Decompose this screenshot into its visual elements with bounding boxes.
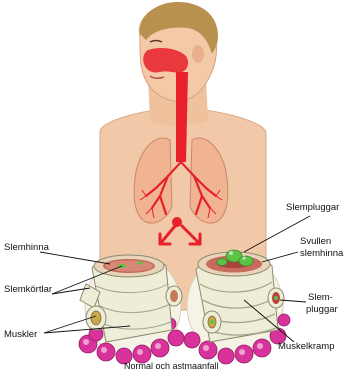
asthma-branch-right <box>268 288 284 308</box>
trachea <box>176 72 188 162</box>
asthma-branch-left <box>203 311 221 333</box>
pointer-svullen <box>262 252 298 262</box>
asthma-airway <box>184 250 290 364</box>
label-slemhinna: Slemhinna <box>4 242 50 253</box>
ear <box>192 45 204 63</box>
normal-branch-right <box>166 286 182 306</box>
label-slemkortlar: Slemkörtlar <box>4 284 52 295</box>
label-slempluggar: Slempluggar <box>286 202 339 213</box>
normal-airway <box>79 254 184 364</box>
caption: Normal och astmaanfall <box>124 361 219 371</box>
label-slem-line1: Slem- <box>308 292 333 303</box>
label-svullen-line1: Svullen <box>300 236 331 247</box>
label-muskelkramp: Muskelkramp <box>278 341 335 352</box>
label-muskler: Muskler <box>4 329 37 340</box>
label-slem-line2: pluggar <box>306 304 338 315</box>
label-svullen-line2: slemhinna <box>300 248 344 259</box>
